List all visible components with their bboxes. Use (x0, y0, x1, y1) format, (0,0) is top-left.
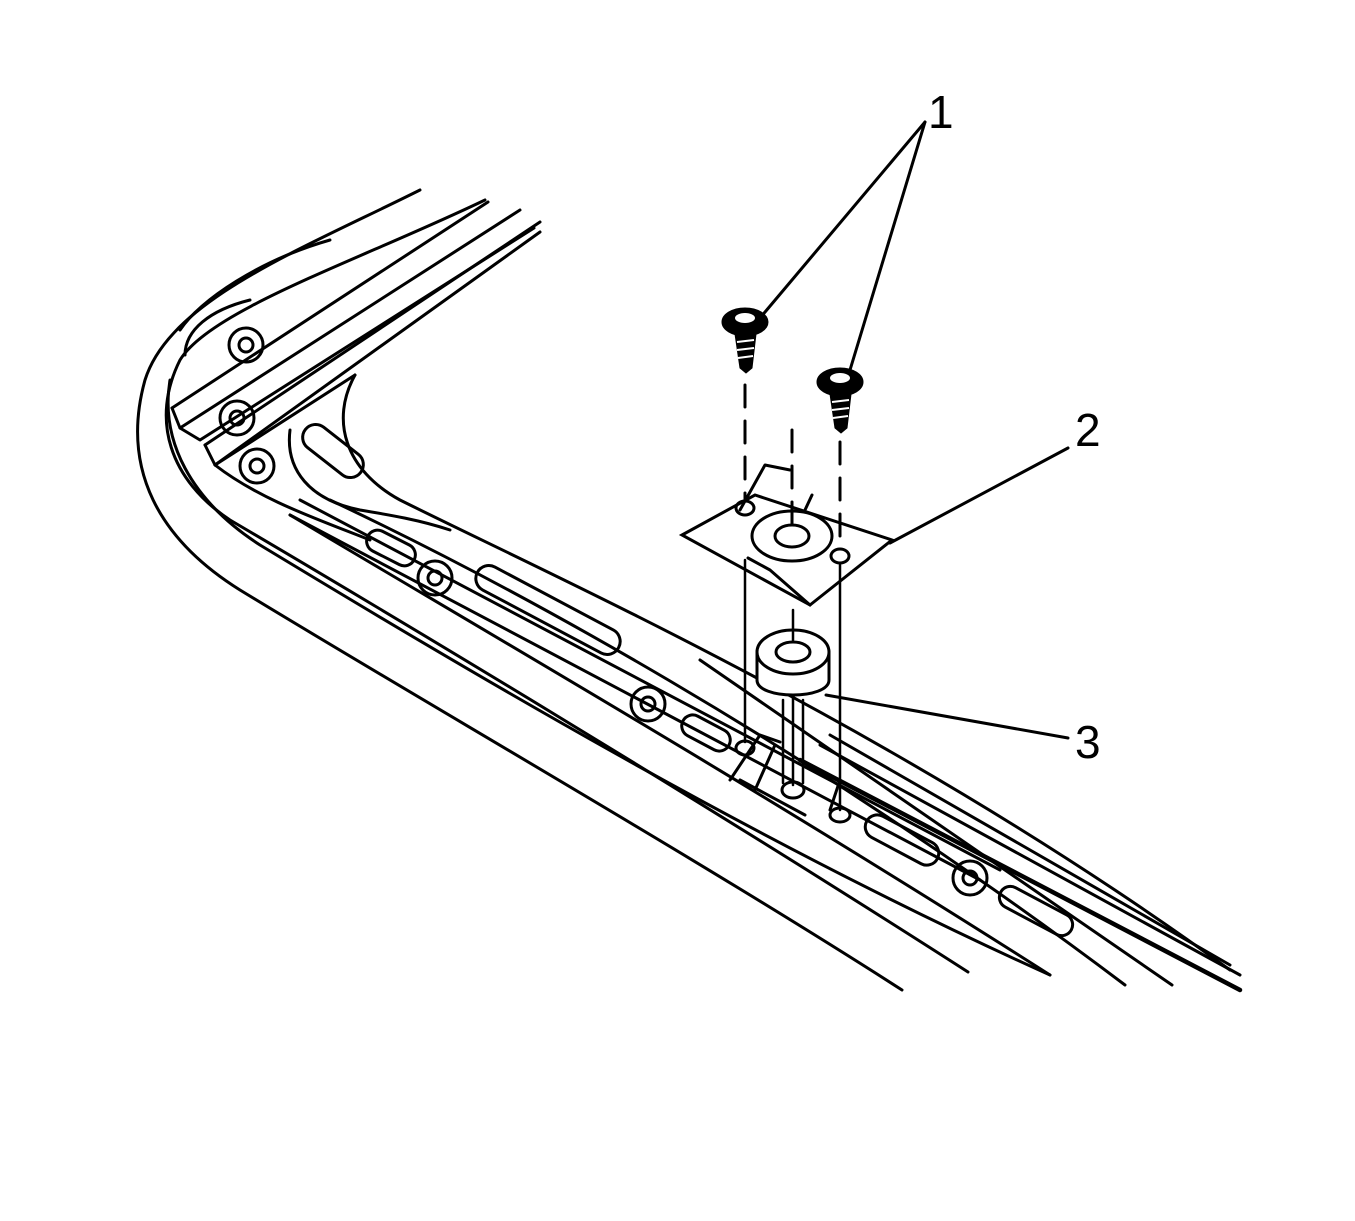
frame-top-rails (170, 200, 542, 467)
fastener-left (721, 307, 769, 374)
frame-slots (301, 422, 1075, 938)
leader-lines (758, 120, 1070, 740)
frame-bolt-holes (218, 326, 989, 897)
spacer (755, 628, 831, 697)
callout-label-2: 2 (1075, 404, 1101, 456)
bracket (678, 463, 896, 607)
callout-label-3: 3 (1075, 716, 1101, 768)
fastener-right (816, 367, 864, 434)
callout-label-1: 1 (928, 86, 954, 138)
alignment-lines (743, 383, 842, 812)
frame-outer-edges (136, 188, 1052, 992)
frame-inner-panel (213, 373, 1243, 993)
